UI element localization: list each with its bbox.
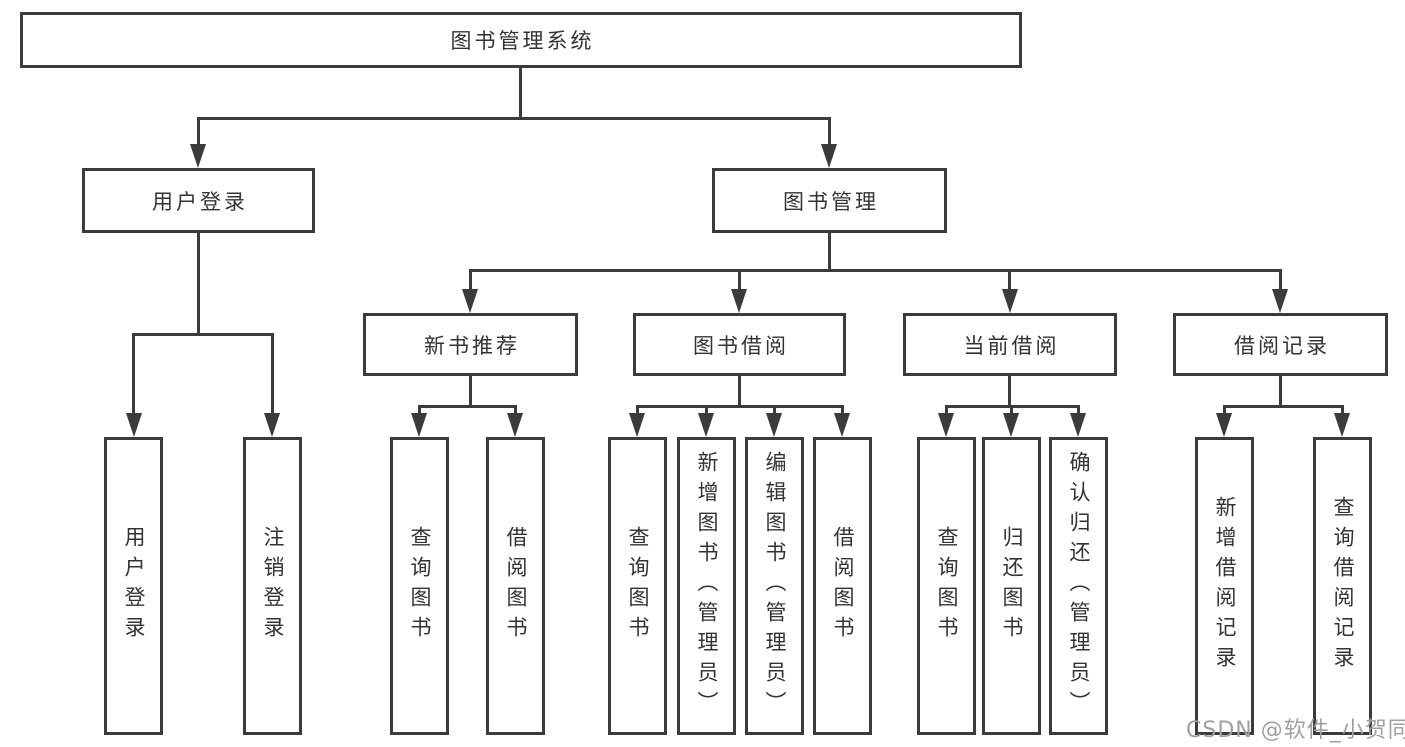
arrow-down-icon-leaf-user-login — [126, 413, 142, 437]
connector-borrowing-records-trunk — [1279, 374, 1282, 408]
arrow-down-icon-book-management — [821, 144, 837, 168]
connector-drop-current-borrowing — [1008, 269, 1011, 292]
connector-new-book-recommend-bus — [418, 405, 517, 408]
connector-drop-leaf-user-login — [132, 333, 135, 415]
arrow-down-icon-user-login — [190, 144, 206, 168]
connector-drop-add-books-admin — [705, 405, 708, 416]
leaf-query-books-current: 查询图书 — [917, 437, 976, 735]
node-new-book-recommend: 新书推荐 — [363, 313, 578, 376]
node-book-borrowing: 图书借阅 — [633, 313, 846, 376]
connector-drop-confirm-return-admin — [1077, 405, 1080, 416]
connector-drop-borrow-books — [841, 405, 844, 416]
arrow-down-icon-add-books-admin — [698, 413, 714, 437]
arrow-down-icon-query-books-borrowing — [629, 413, 645, 437]
leaf-query-borrow-record: 查询借阅记录 — [1313, 437, 1372, 735]
connector-drop-query-books-recommend — [418, 405, 421, 416]
node-borrowing-records-label: 借阅记录 — [1234, 333, 1330, 358]
connector-drop-book-borrowing — [738, 269, 741, 292]
node-current-borrowing-label: 当前借阅 — [963, 333, 1060, 358]
node-book-borrowing-label: 图书借阅 — [693, 333, 789, 358]
connector-book-management-bus — [469, 269, 1282, 272]
leaf-user-login: 用户登录 — [104, 437, 163, 735]
connector-drop-query-borrow-record — [1341, 405, 1344, 416]
arrow-down-icon-edit-books-admin — [766, 413, 782, 437]
leaf-query-books-borrowing: 查询图书 — [608, 437, 667, 735]
connector-drop-new-book-recommend — [469, 269, 472, 292]
arrow-down-icon-query-books-recommend — [411, 413, 427, 437]
connector-drop-query-books-current — [945, 405, 948, 416]
node-book-management-label: 图书管理 — [783, 189, 879, 214]
leaf-logout: 注销登录 — [243, 437, 302, 735]
connector-drop-query-books-borrowing — [636, 405, 639, 416]
connector-drop-edit-books-admin — [773, 405, 776, 416]
arrow-down-icon-add-borrow-record — [1216, 413, 1232, 437]
arrow-down-icon-new-book-recommend — [462, 289, 478, 313]
node-new-book-recommend-label: 新书推荐 — [424, 333, 520, 358]
leaf-borrow-books-recommend: 借阅图书 — [486, 437, 545, 735]
arrow-down-icon-book-borrowing — [731, 289, 747, 313]
leaf-edit-books-admin: 编辑图书（管理员） — [745, 437, 804, 735]
arrow-down-icon-query-books-current — [938, 413, 954, 437]
connector-drop-book-management — [828, 117, 831, 147]
csdn-watermark: CSDN @软件_小贺同学 — [1186, 718, 1405, 743]
connector-user-login-trunk — [197, 231, 200, 336]
leaf-add-borrow-record: 新增借阅记录 — [1195, 437, 1254, 735]
leaf-borrow-books: 借阅图书 — [813, 437, 872, 735]
arrow-down-icon-borrowing-records — [1272, 289, 1288, 313]
arrow-down-icon-query-borrow-record — [1334, 413, 1350, 437]
connector-book-management-trunk — [828, 231, 831, 272]
connector-book-borrowing-trunk — [738, 374, 741, 408]
root-node-label: 图书管理系统 — [450, 29, 595, 53]
arrow-down-icon-borrow-books-recommend — [507, 413, 523, 437]
arrow-down-icon-confirm-return-admin — [1070, 413, 1086, 437]
connector-drop-borrowing-records — [1279, 269, 1282, 292]
leaf-confirm-return-admin: 确认归还（管理员） — [1049, 437, 1108, 735]
node-borrowing-records: 借阅记录 — [1173, 313, 1388, 376]
connector-drop-return-books — [1010, 405, 1013, 416]
connector-new-book-recommend-trunk — [469, 374, 472, 408]
connector-drop-borrow-books-recommend — [514, 405, 517, 416]
node-user-login-label: 用户登录 — [152, 189, 248, 214]
leaf-query-books-recommend: 查询图书 — [390, 437, 449, 735]
connector-borrowing-records-bus — [1223, 405, 1344, 408]
node-current-borrowing: 当前借阅 — [903, 313, 1117, 376]
connector-current-borrowing-trunk — [1008, 374, 1011, 408]
connector-drop-leaf-logout — [271, 333, 274, 415]
arrow-down-icon-leaf-logout — [264, 413, 280, 437]
arrow-down-icon-current-borrowing — [1002, 289, 1018, 313]
connector-drop-user-login — [197, 117, 200, 147]
node-book-management: 图书管理 — [712, 168, 947, 233]
leaf-return-books: 归还图书 — [982, 437, 1041, 735]
connector-root-trunk — [519, 66, 522, 119]
root-node: 图书管理系统 — [20, 12, 1022, 68]
connector-user-login-bus — [132, 333, 274, 336]
connector-drop-add-borrow-record — [1223, 405, 1226, 416]
arrow-down-icon-return-books — [1003, 413, 1019, 437]
connector-root-bus — [197, 117, 831, 120]
leaf-add-books-admin: 新增图书（管理员） — [677, 437, 736, 735]
arrow-down-icon-borrow-books — [834, 413, 850, 437]
node-user-login: 用户登录 — [82, 168, 315, 233]
connector-book-borrowing-bus — [636, 405, 844, 408]
